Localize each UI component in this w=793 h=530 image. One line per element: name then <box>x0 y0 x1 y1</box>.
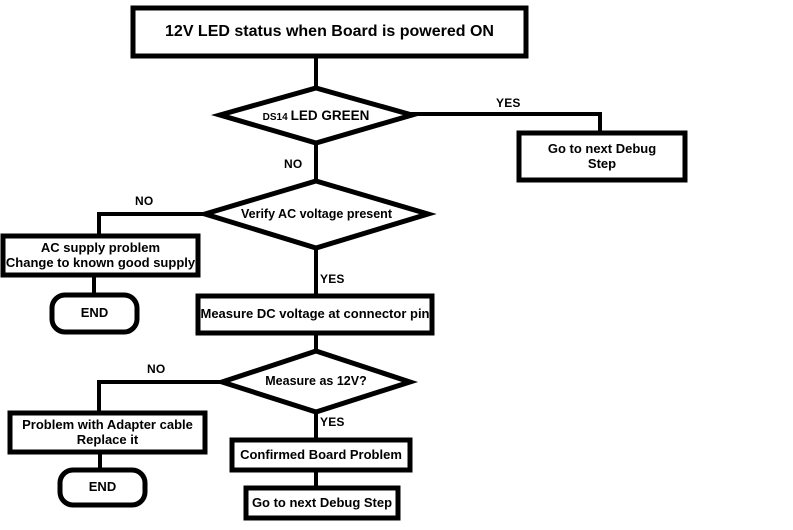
node-ac-supply-problem <box>0 233 201 278</box>
connector-ds14-yes <box>410 112 602 135</box>
connector-lines <box>92 54 602 490</box>
node-problem-with-adapter-cable <box>7 410 208 455</box>
node-go-to-next-debug-step-bottom <box>243 485 401 521</box>
node-decision-ds14-led-green <box>210 85 422 146</box>
node-end-ac-supply <box>49 292 140 335</box>
edge-label-measure-12v-yes: YES <box>320 415 345 429</box>
node-decision-verify-ac-voltage <box>196 178 437 251</box>
edge-label-measure-12v-no: NO <box>147 362 166 376</box>
edge-label-verify-ac-yes: YES <box>320 272 345 286</box>
connector-verify-ac-no <box>97 212 207 238</box>
edge-label-ds14-no: NO <box>284 157 303 171</box>
node-measure-dc-voltage <box>195 293 435 336</box>
node-confirmed-board-problem <box>229 437 413 473</box>
node-end-adapter-cable <box>57 467 148 508</box>
edge-label-verify-ac-no: NO <box>135 194 154 208</box>
edge-label-ds14-yes: YES <box>496 96 521 110</box>
node-title-box <box>130 5 529 59</box>
node-decision-measure-as-12v <box>213 348 419 415</box>
node-go-to-next-debug-step-top <box>516 130 688 183</box>
connector-measure-12v-no <box>97 380 224 415</box>
